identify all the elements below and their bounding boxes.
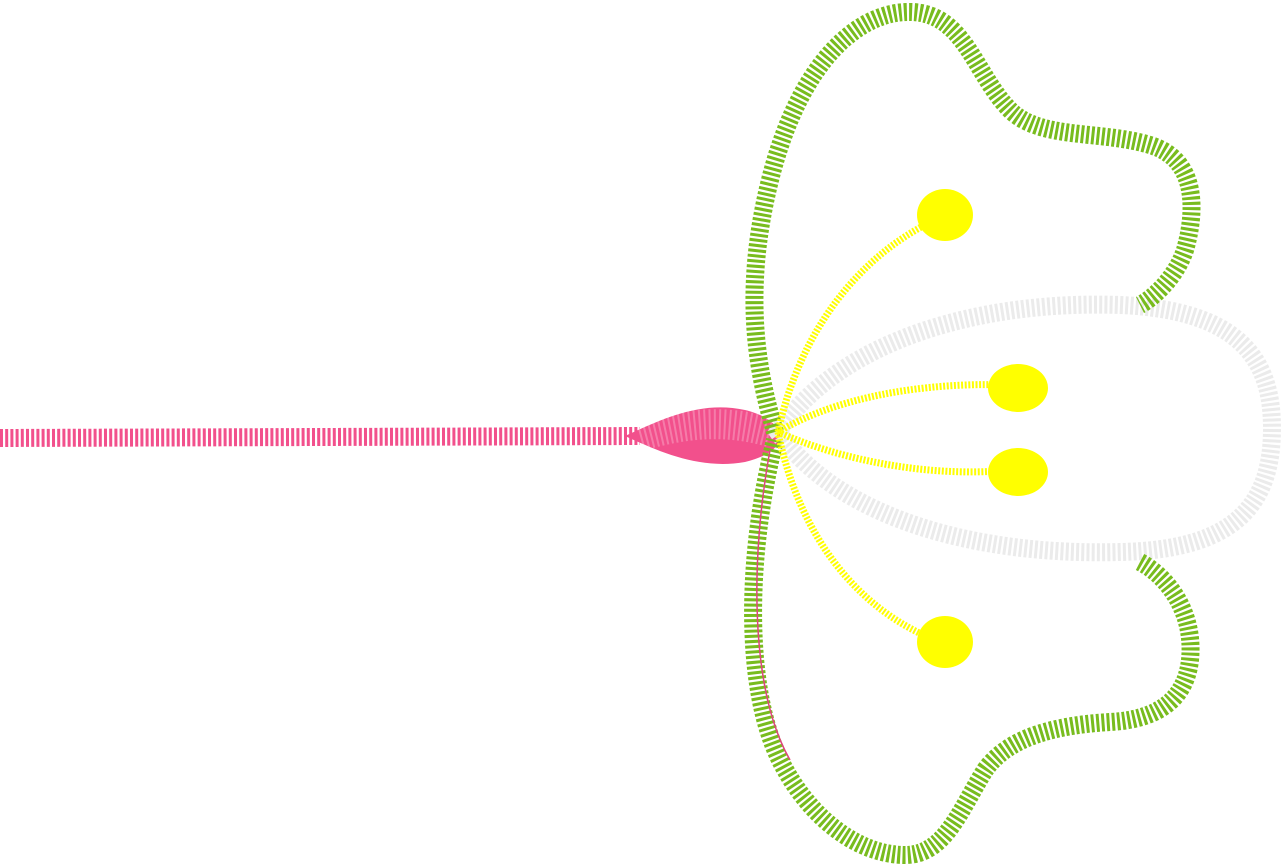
inner-petal-outline [767,295,1281,562]
stem [0,407,780,464]
outer-petal-outline [744,2,1201,865]
stamen-anther-upper-inner [988,364,1048,412]
stem-thread [0,427,641,447]
inner-petal [767,295,1281,562]
stamen-anther-lower-inner [988,448,1048,496]
stamen-filament-upper-inner [776,381,1011,436]
stem-bulb [625,407,780,464]
stamen-anther-upper-outer [917,189,973,241]
accent-thread [756,449,791,761]
stamen-filament-lower-outer [774,431,937,644]
stamen-filament-upper-outer [774,216,937,433]
stamen-filament-lower-inner [776,428,1011,476]
stamens [774,189,1048,668]
stem-bulb-texture [636,409,775,451]
outer-petal [744,2,1201,865]
stamen-anther-lower-outer [917,616,973,668]
